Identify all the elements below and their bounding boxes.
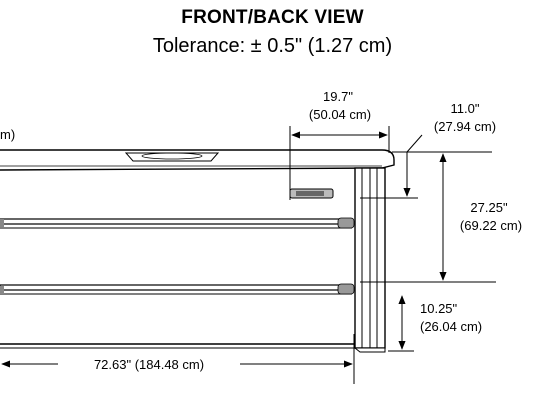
dim-shelf-top-width-in: 19.7" xyxy=(323,89,353,104)
lower-shelf xyxy=(0,283,355,295)
dim-top-offset-cm: (27.94 cm) xyxy=(434,119,496,134)
dim-overall-length-label: 72.63" (184.48 cm) xyxy=(94,357,204,372)
dim-overall-length: 72.63" (184.48 cm) xyxy=(1,334,355,384)
dim-shelf-spacing: 27.25" (69.22 cm) xyxy=(360,153,522,283)
dim-bottom-clearance-in: 10.25" xyxy=(420,301,458,316)
cart-frame xyxy=(0,149,395,353)
dim-shelf-top-width-cm: (50.04 cm) xyxy=(309,107,371,122)
dim-top-offset: 11.0" (27.94 cm) xyxy=(360,101,496,199)
cut-off-label: m) xyxy=(0,127,15,142)
dim-shelf-spacing-in: 27.25" xyxy=(470,200,508,215)
dim-shelf-top-width: 19.7" (50.04 cm) xyxy=(289,89,390,200)
dim-top-offset-in: 11.0" xyxy=(451,101,480,116)
dim-shelf-spacing-cm: (69.22 cm) xyxy=(460,218,522,233)
tolerance-note: Tolerance: ± 0.5" (1.27 cm) xyxy=(152,35,393,57)
upper-shelf xyxy=(0,217,355,229)
dim-bottom-clearance: 10.25" (26.04 cm) xyxy=(388,295,482,352)
dim-bottom-clearance-cm: (26.04 cm) xyxy=(420,319,482,334)
view-title: FRONT/BACK VIEW xyxy=(181,7,364,28)
